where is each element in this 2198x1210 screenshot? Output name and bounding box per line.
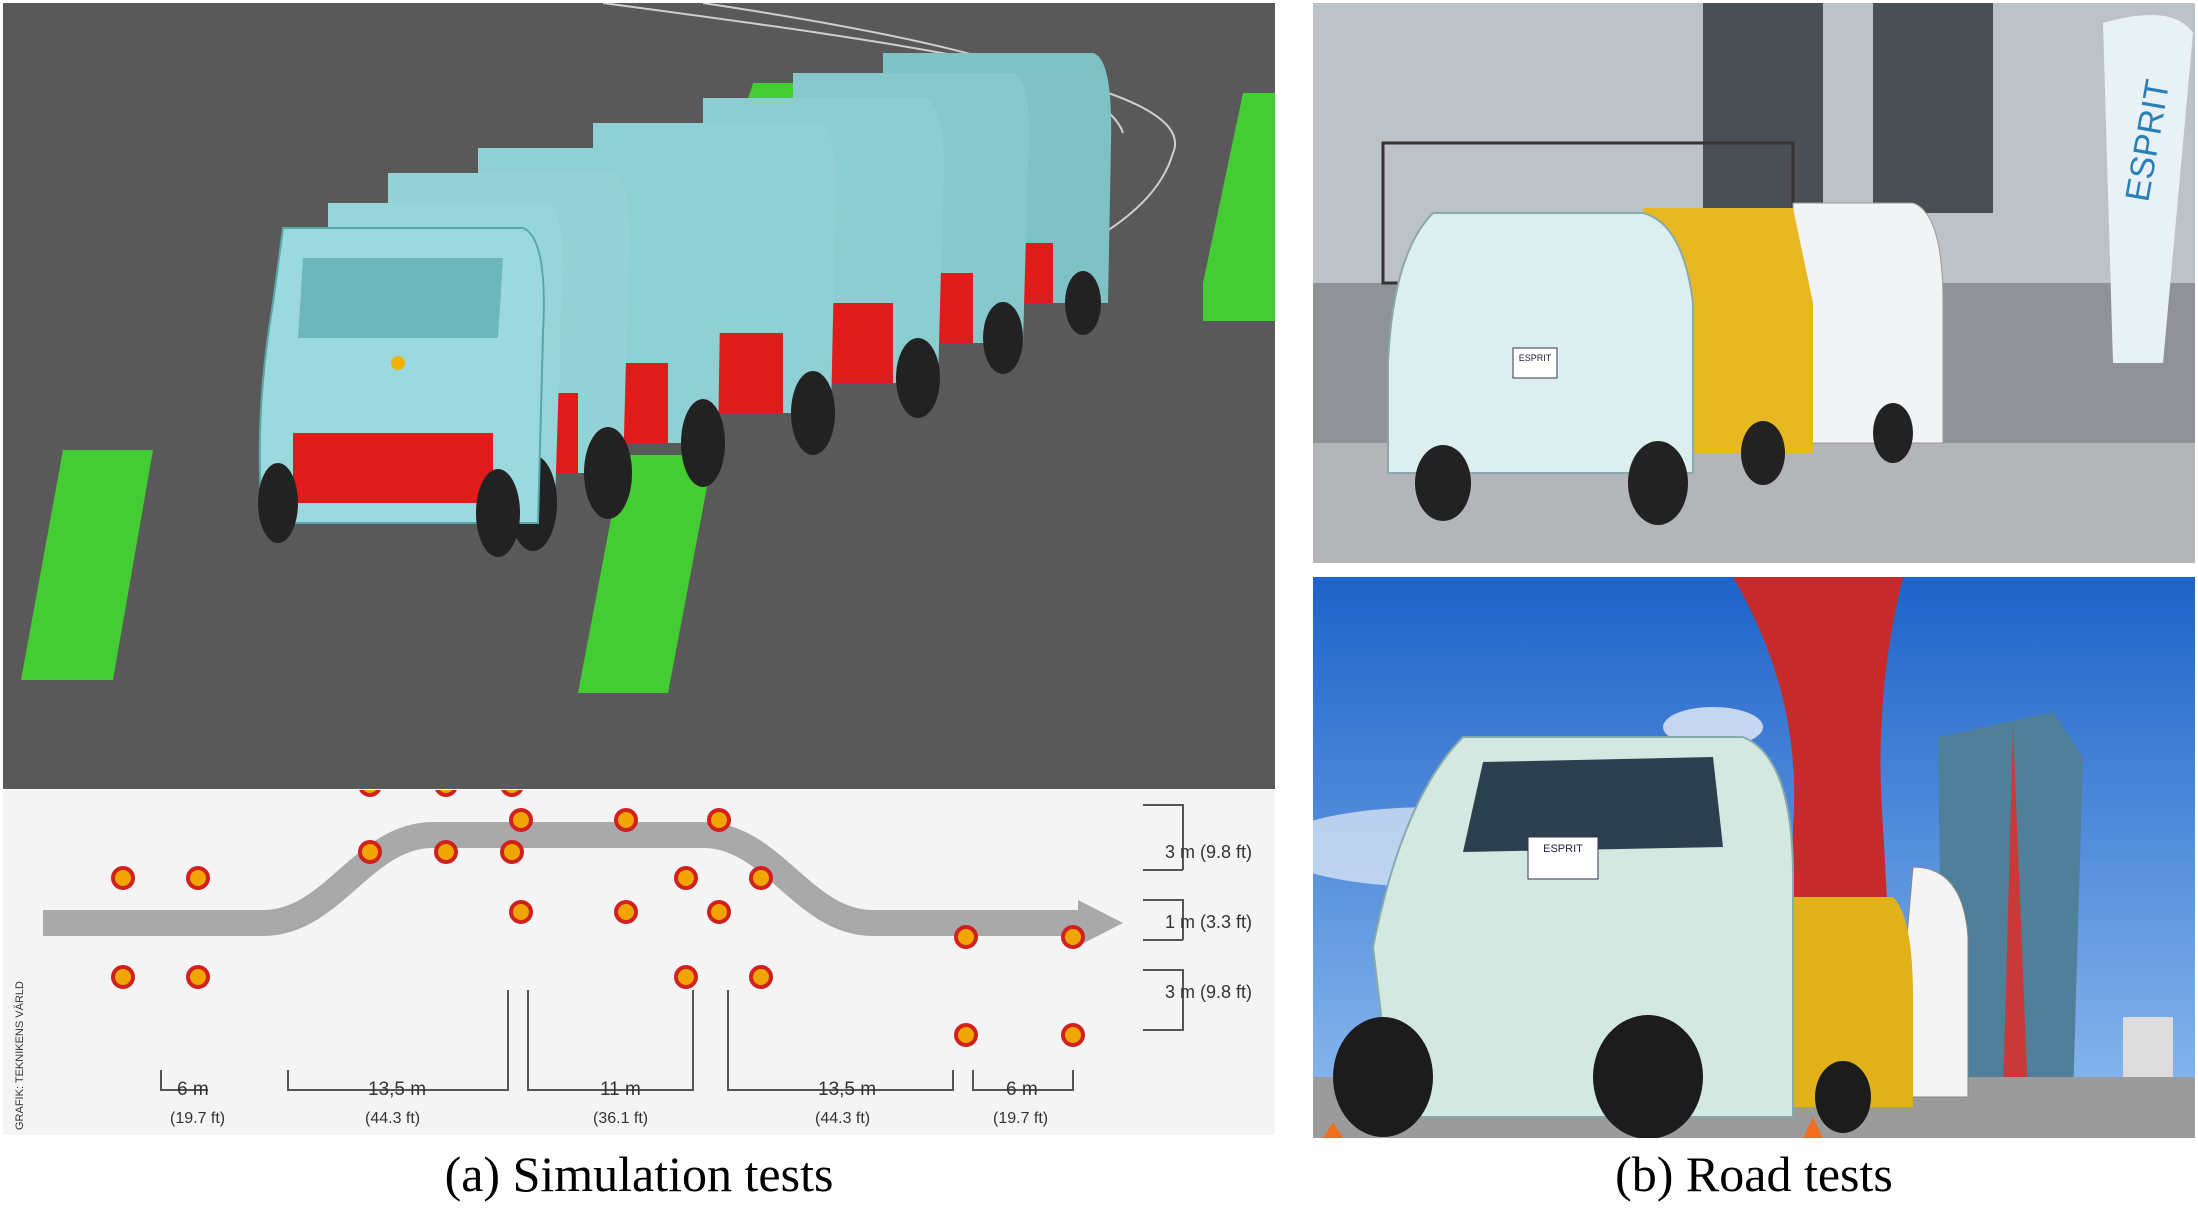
cone-icon (749, 866, 773, 890)
cone-icon (111, 866, 135, 890)
cone-icon (186, 866, 210, 890)
cone-icon (500, 840, 524, 864)
svg-text:ESPRIT: ESPRIT (1519, 353, 1552, 363)
cone-icon (186, 965, 210, 989)
cone-icon (434, 840, 458, 864)
svg-text:(36.1 ft): (36.1 ft) (593, 1110, 648, 1127)
banner-flag (2103, 15, 2193, 363)
svg-text:(19.7 ft): (19.7 ft) (993, 1110, 1048, 1127)
segment-label: 11 m (600, 1079, 641, 1100)
arrow-head-icon (1078, 900, 1123, 946)
road-test-photo-top: ESPRIT ESPRIT (1313, 3, 2195, 563)
svg-text:ESPRIT: ESPRIT (1543, 843, 1583, 855)
cone-icon (435, 790, 457, 797)
cone-icon (749, 965, 773, 989)
svg-text:(44.3 ft): (44.3 ft) (365, 1110, 420, 1127)
graphic-credit: GRAFIK: TEKNIKENS VÄRLD (14, 981, 26, 1130)
caption-simulation-tests: (a) Simulation tests (444, 1146, 834, 1202)
width-label: 1 m (3.3 ft) (1165, 912, 1252, 932)
cone-icon (501, 790, 523, 797)
cone-icon (674, 866, 698, 890)
segment-label: 13,5 m (368, 1079, 426, 1100)
cone-icon (358, 840, 382, 864)
cone-icon (111, 965, 135, 989)
svg-text:(44.3 ft): (44.3 ft) (815, 1110, 870, 1127)
svg-text:(19.7 ft): (19.7 ft) (170, 1110, 225, 1127)
green-block (1203, 93, 1275, 321)
cone-icon (674, 965, 698, 989)
segment-label: 6 m (1006, 1079, 1038, 1100)
width-label: 3 m (9.8 ft) (1165, 842, 1252, 862)
segment-label: 6 m (177, 1079, 209, 1100)
segment-label: 13,5 m (818, 1079, 876, 1100)
caption-road-tests: (b) Road tests (1615, 1146, 1893, 1202)
simulation-render (3, 3, 1275, 789)
green-block (21, 450, 153, 680)
cone-icon (359, 790, 381, 797)
road-test-photo-bottom: ESPRIT (1313, 577, 2195, 1138)
width-label: 3 m (9.8 ft) (1165, 982, 1252, 1002)
lane-change-course-diagram: 6 m (19.7 ft) 13,5 m (44.3 ft) 11 m (36.… (3, 790, 1275, 1135)
vehicle-path (43, 822, 1083, 936)
car-model-front (258, 227, 545, 557)
